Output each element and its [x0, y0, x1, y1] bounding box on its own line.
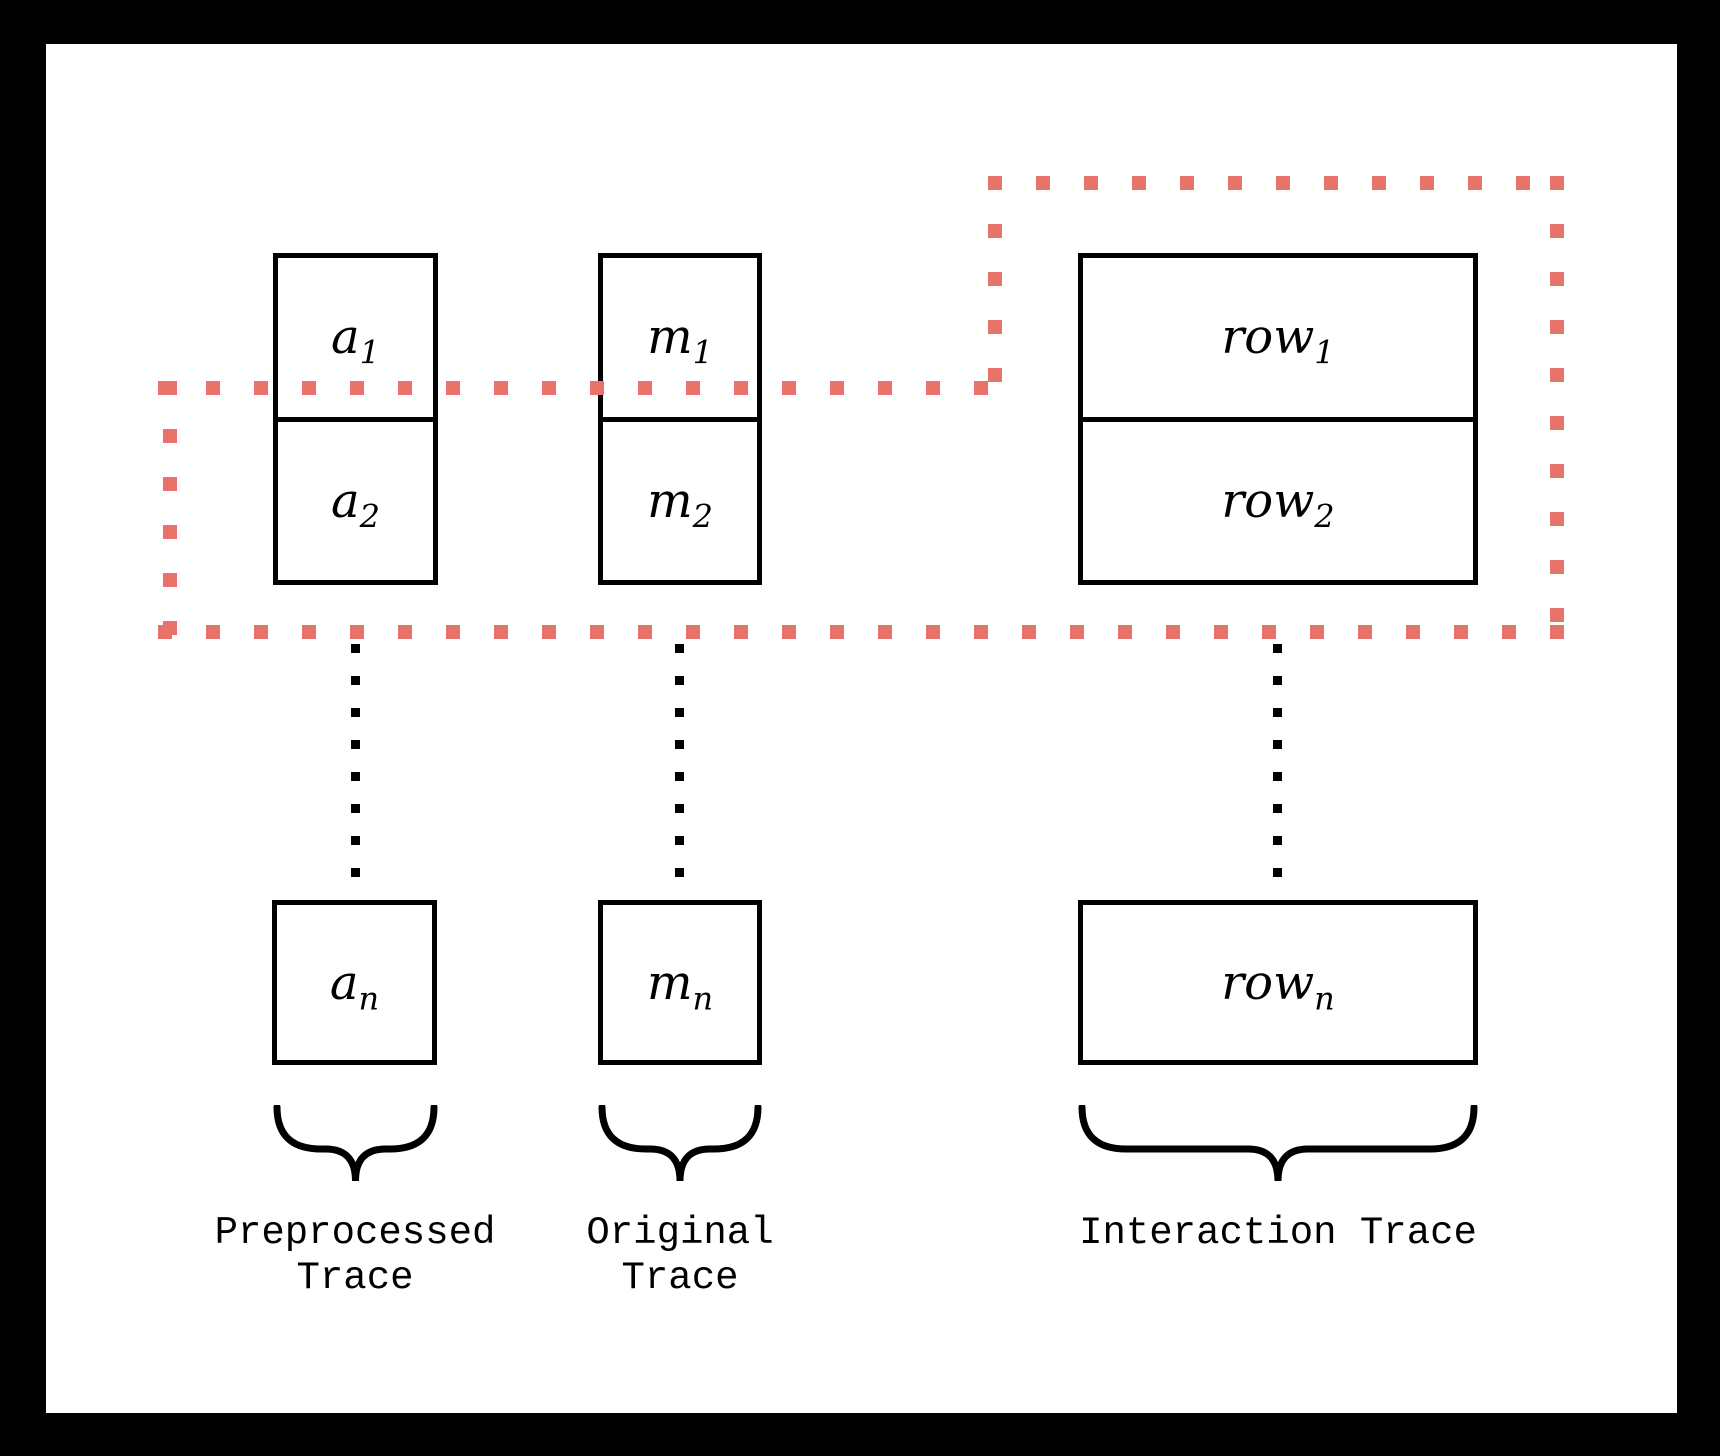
cell-divider [278, 416, 433, 422]
underbrace-interaction [1078, 1105, 1478, 1182]
preprocessed-trace-stack: a1 a2 [273, 253, 438, 585]
cell-m2: m2 [603, 422, 757, 581]
cell-mn: mn [598, 900, 762, 1065]
label-line: Original [586, 1211, 774, 1255]
label-line: Interaction Trace [1079, 1211, 1477, 1255]
cell-rown: rown [1078, 900, 1478, 1065]
label-original-trace: Original Trace [480, 1211, 880, 1301]
vertical-ellipsis-original [675, 644, 684, 886]
label-preprocessed-trace: Preprocessed Trace [155, 1211, 555, 1301]
cell-a2: a2 [278, 422, 433, 581]
highlight-loop-mid-segment [158, 381, 1006, 395]
cell-m1: m1 [603, 258, 757, 417]
highlight-loop-riser-segment [988, 176, 1002, 395]
highlight-loop-right-segment [1550, 176, 1564, 639]
cell-row2: row2 [1083, 422, 1473, 581]
label-line: Preprocessed [214, 1211, 496, 1255]
original-trace-stack: m1 m2 [598, 253, 762, 585]
cell-a2-label: a2 [331, 472, 380, 536]
cell-a1-label: a1 [331, 309, 380, 372]
cell-m1-label: m1 [647, 309, 713, 372]
highlight-loop-left-segment [163, 381, 177, 639]
underbrace-original [598, 1105, 762, 1182]
interaction-trace-stack: row1 row2 [1078, 253, 1478, 585]
cell-mn-label: mn [646, 954, 714, 1018]
cell-divider [603, 416, 757, 422]
cell-an-label: an [329, 954, 380, 1018]
figure-panel [46, 44, 1677, 1413]
cell-divider [1083, 416, 1473, 422]
cell-m2-label: m2 [647, 472, 713, 536]
cell-an: an [272, 900, 437, 1065]
vertical-ellipsis-preprocessed [351, 644, 360, 886]
cell-rown-label: rown [1221, 954, 1335, 1018]
highlight-loop-bottom-segment [158, 625, 1564, 639]
cell-row1-label: row1 [1221, 309, 1335, 372]
label-line: Trace [296, 1256, 414, 1300]
cell-row1: row1 [1083, 258, 1473, 417]
cell-row2-label: row2 [1221, 472, 1335, 536]
label-line: Trace [621, 1256, 739, 1300]
underbrace-preprocessed [273, 1105, 438, 1182]
highlight-loop-top-segment [988, 176, 1564, 190]
vertical-ellipsis-interaction [1273, 644, 1282, 886]
cell-a1: a1 [278, 258, 433, 417]
label-interaction-trace: Interaction Trace [1078, 1211, 1478, 1256]
